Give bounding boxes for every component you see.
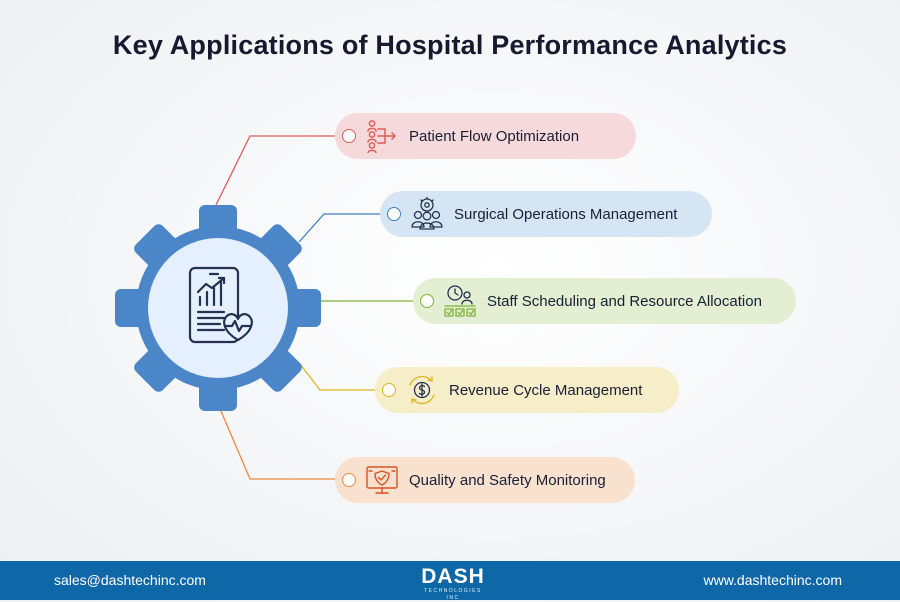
revenue-cycle-icon bbox=[409, 375, 435, 405]
logo-tagline: TECHNOLOGIES INC bbox=[424, 588, 482, 601]
application-item-quality-safety: Quality and Safety Monitoring bbox=[335, 457, 635, 503]
application-item-revenue-cycle: Revenue Cycle Management bbox=[375, 367, 679, 413]
application-label: Surgical Operations Management bbox=[454, 205, 678, 223]
surgical-team-icon bbox=[411, 197, 443, 230]
logo-wordmark: DASH bbox=[421, 565, 485, 588]
application-label: Revenue Cycle Management bbox=[449, 381, 643, 399]
footer-bar: sales@dashtechinc.com DASH TECHNOLOGIES … bbox=[0, 561, 900, 602]
bullet-dot bbox=[342, 473, 356, 487]
gear-icon bbox=[115, 205, 321, 411]
page-title: Key Applications of Hospital Performance… bbox=[112, 30, 788, 60]
application-label: Staff Scheduling and Resource Allocation bbox=[487, 292, 762, 310]
bullet-dot bbox=[382, 383, 396, 397]
application-label: Patient Flow Optimization bbox=[409, 127, 580, 145]
bullet-dot bbox=[342, 129, 356, 143]
connector-line-2 bbox=[298, 213, 385, 243]
bullet-dot bbox=[420, 294, 434, 308]
application-item-patient-flow: Patient Flow Optimization bbox=[335, 113, 636, 159]
connector-line-4 bbox=[299, 363, 380, 391]
analytics-report-icon bbox=[188, 266, 253, 344]
application-label: Quality and Safety Monitoring bbox=[409, 471, 606, 489]
quality-safety-icon bbox=[366, 466, 398, 494]
application-item-staff-scheduling: Staff Scheduling and Resource Allocation bbox=[413, 278, 796, 324]
connector-line-1 bbox=[215, 135, 342, 206]
footer-email-link[interactable]: sales@dashtechinc.com bbox=[54, 572, 206, 588]
dash-logo: DASH TECHNOLOGIES INC bbox=[420, 566, 486, 602]
patient-flow-icon bbox=[367, 120, 396, 153]
footer-website-link[interactable]: www.dashtechinc.com bbox=[703, 572, 842, 588]
connector-line-5 bbox=[217, 403, 342, 480]
application-item-surgical-operations: Surgical Operations Management bbox=[380, 191, 712, 237]
bullet-dot bbox=[387, 207, 401, 221]
staff-scheduling-icon bbox=[444, 285, 476, 317]
